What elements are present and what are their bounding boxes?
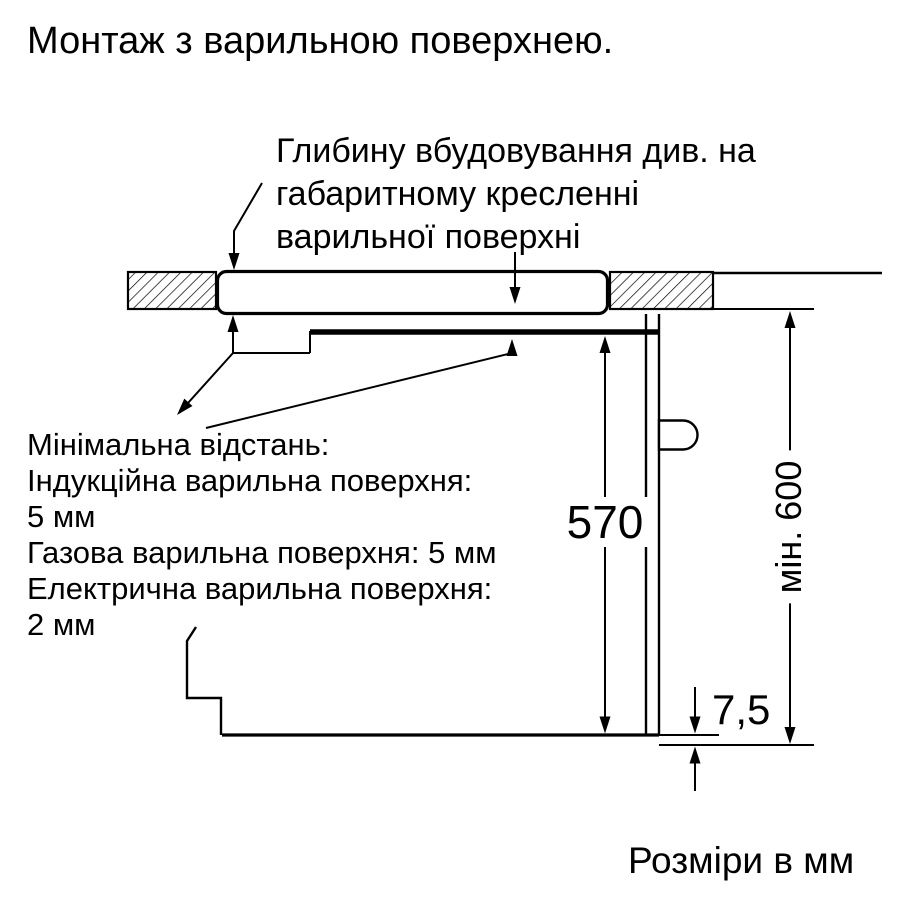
cabinet-break-line bbox=[185, 626, 223, 735]
dimension-570-label: 570 bbox=[557, 497, 653, 547]
mounting-knob bbox=[657, 419, 699, 451]
worktop-section bbox=[126, 270, 882, 311]
min-distance-leader-long bbox=[205, 352, 513, 429]
arrow-up-gap-mid-icon bbox=[506, 339, 518, 356]
hob-body bbox=[215, 269, 610, 316]
worktop-left-hatch bbox=[126, 270, 218, 311]
min-distance-note-text: Мінімальна відстань: Індукційна варильна… bbox=[27, 427, 497, 642]
worktop-right-hatch bbox=[608, 270, 715, 311]
hob-cross-section bbox=[215, 269, 610, 316]
arrow-up-570-icon bbox=[599, 336, 611, 353]
arrow-down-570-icon bbox=[599, 716, 611, 734]
depth-note-text: Глибину вбудовування див. на габаритному… bbox=[276, 132, 756, 256]
dimension-min-600-label: мін. 600 bbox=[766, 450, 812, 604]
oven-front-edge-line bbox=[233, 331, 311, 354]
depth-note-leader bbox=[233, 182, 263, 259]
arrow-down-hob-top-icon bbox=[228, 253, 240, 270]
arrow-leader-end-icon bbox=[177, 398, 193, 415]
units-note: Розміри в мм bbox=[628, 840, 855, 881]
arrow-down-hob-bottom-icon bbox=[509, 287, 521, 304]
oven-outline bbox=[185, 314, 814, 746]
page-title: Монтаж з варильною поверхнею. bbox=[27, 20, 614, 62]
leader-arrows bbox=[177, 182, 521, 429]
arrow-down-75-icon bbox=[689, 716, 701, 734]
arrow-down-600-icon bbox=[784, 727, 796, 744]
arrow-up-75-icon bbox=[689, 746, 701, 764]
dimension-7-5 bbox=[689, 687, 701, 791]
dimension-7-5-label: 7,5 bbox=[712, 686, 771, 733]
arrow-up-600-icon bbox=[784, 311, 796, 328]
arrow-up-gap-left-icon bbox=[227, 315, 239, 332]
